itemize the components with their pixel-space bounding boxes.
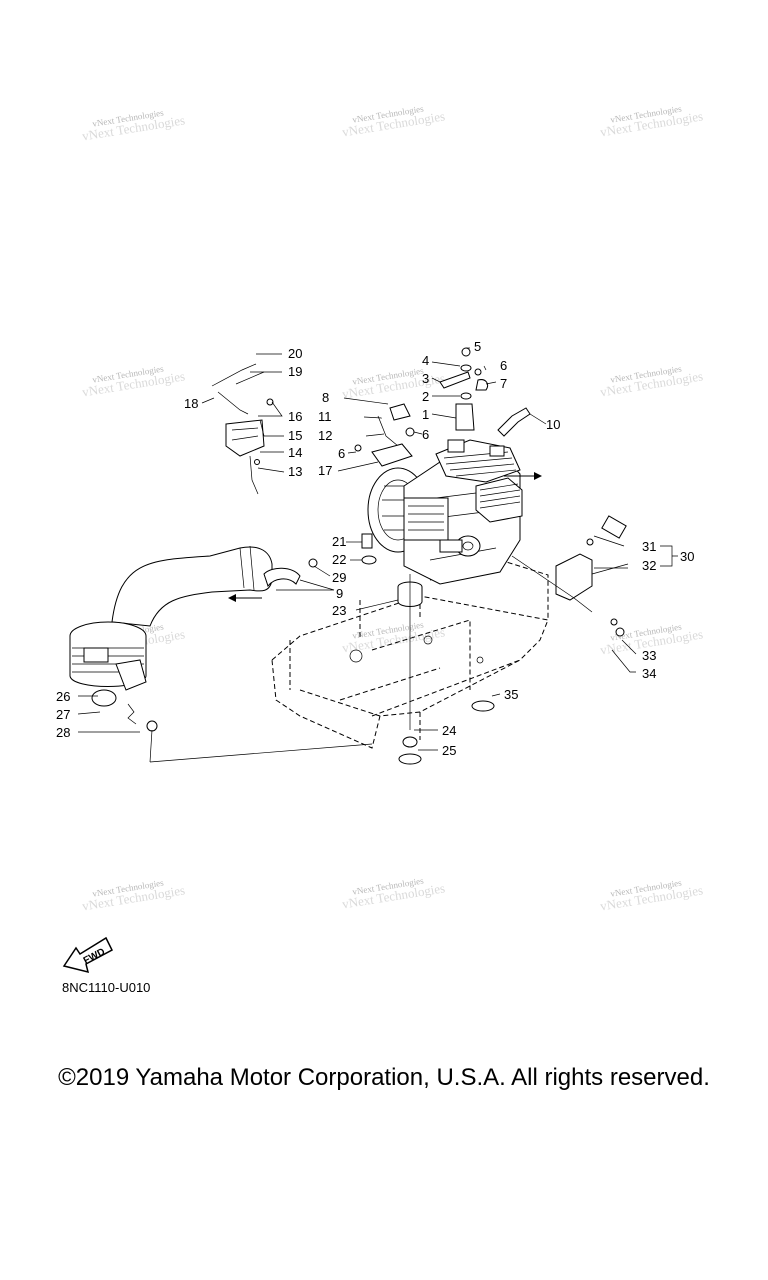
- callout-15: 15: [288, 428, 302, 443]
- muffler-assembly: [69, 545, 273, 691]
- callout-6: 6: [500, 358, 507, 373]
- callout-21: 21: [332, 534, 346, 549]
- callout-13: 13: [288, 464, 302, 479]
- watermark: vNext Technologies vNext Technologies: [81, 108, 186, 144]
- watermark: vNext Technologies vNext Technologies: [341, 620, 446, 656]
- callout-11: 11: [318, 409, 332, 424]
- callout-27: 27: [56, 707, 70, 722]
- callout-34: 34: [642, 666, 656, 681]
- callout-23: 23: [332, 603, 346, 618]
- watermark: vNext Technologies vNext Technologies: [341, 104, 446, 140]
- watermark: vNext Technologies vNext Technologies: [341, 876, 446, 912]
- callout-19: 19: [288, 364, 302, 379]
- callout-1: 1: [422, 407, 429, 422]
- callout-4: 4: [422, 353, 429, 368]
- callout-2: 2: [422, 389, 429, 404]
- watermark: vNext Technologies vNext Technologies: [81, 878, 186, 914]
- callout-20: 20: [288, 346, 302, 361]
- callouts: 20 19 18 16 15 14 13 8 11 12 6 17 6 1 2 …: [56, 339, 694, 758]
- watermark: vNext Technologies vNext Technologies: [599, 878, 704, 914]
- callout-29: 29: [332, 570, 346, 585]
- callout-7: 7: [500, 376, 507, 391]
- callout-14: 14: [288, 445, 302, 460]
- callout-9: 9: [336, 586, 343, 601]
- callout-12: 12: [318, 428, 332, 443]
- small-parts: [91, 347, 627, 765]
- callout-6: 6: [422, 427, 429, 442]
- watermark: vNext Technologies vNext Technologies: [341, 366, 446, 402]
- callout-32: 32: [642, 558, 656, 573]
- copyright-notice: ©2019 Yamaha Motor Corporation, U.S.A. A…: [58, 1064, 710, 1091]
- leader-lines: [77, 347, 678, 763]
- diagram-code: 8NC1110-U010: [62, 980, 151, 995]
- callout-10: 10: [546, 417, 560, 432]
- callout-35: 35: [504, 687, 518, 702]
- callout-22: 22: [332, 552, 346, 567]
- watermark: vNext Technologies vNext Technologies: [81, 364, 186, 400]
- engine: [367, 439, 542, 585]
- callout-30: 30: [680, 549, 694, 564]
- callout-6: 6: [338, 446, 345, 461]
- callout-5: 5: [474, 339, 481, 354]
- callout-24: 24: [442, 723, 456, 738]
- direction-arrows: [228, 594, 262, 602]
- callout-33: 33: [642, 648, 656, 663]
- callout-8: 8: [322, 390, 329, 405]
- frame: [271, 559, 549, 749]
- callout-3: 3: [422, 371, 429, 386]
- callout-28: 28: [56, 725, 70, 740]
- callout-25: 25: [442, 743, 456, 758]
- callout-16: 16: [288, 409, 302, 424]
- callout-31: 31: [642, 539, 656, 554]
- watermark: vNext Technologies vNext Technologies: [599, 104, 704, 140]
- callout-26: 26: [56, 689, 70, 704]
- callout-17: 17: [318, 463, 332, 478]
- fwd-label: FWD: [82, 946, 107, 966]
- fwd-arrow-icon: FWD: [62, 936, 113, 974]
- callout-18: 18: [184, 396, 198, 411]
- watermark: vNext Technologies vNext Technologies: [599, 364, 704, 400]
